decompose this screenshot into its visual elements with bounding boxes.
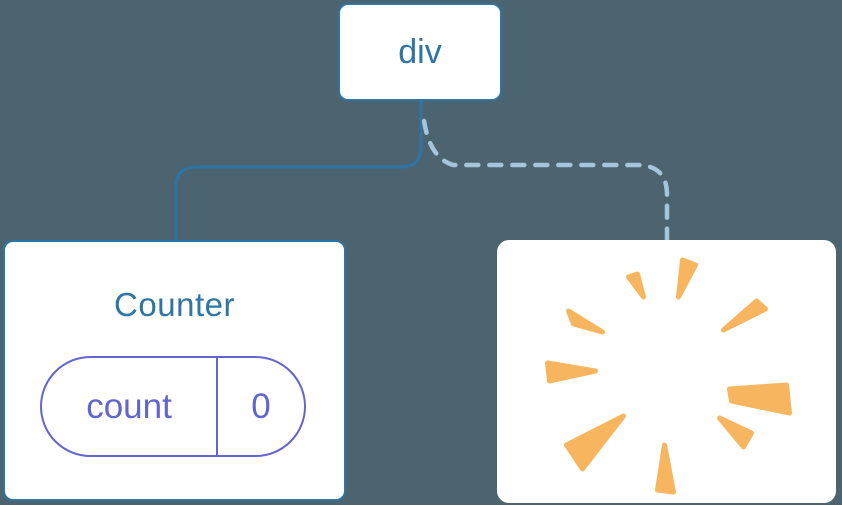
connector-root-to-counter <box>174 101 423 241</box>
poof-burst-icon <box>545 257 792 495</box>
node-div-label: div <box>398 32 442 71</box>
state-pill: count 0 <box>40 356 306 457</box>
connector-root-to-removed <box>420 109 670 244</box>
node-removed <box>497 240 836 503</box>
node-div: div <box>338 3 502 101</box>
state-key-label: count <box>42 358 218 455</box>
state-value-label: 0 <box>251 386 271 426</box>
node-counter: Counter count 0 <box>3 240 346 501</box>
node-counter-title: Counter <box>114 286 235 323</box>
